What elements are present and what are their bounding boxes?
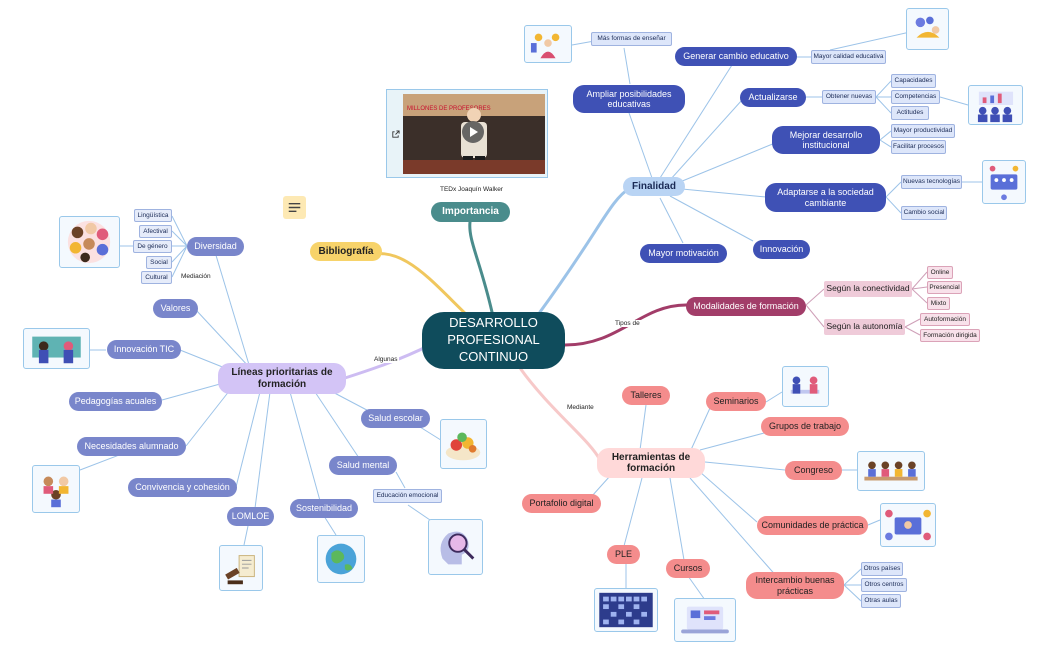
competencias-item[interactable]: Competencias (891, 90, 940, 104)
video-banner-text: MILLONES DE PROFESORES (407, 106, 491, 112)
necesidades-alumnado-node[interactable]: Necesidades alumnado (77, 437, 186, 456)
otros-paises-item[interactable]: Otros países (861, 562, 903, 576)
segun-autonomia-node[interactable]: Según la autonomía (824, 319, 905, 335)
salud-escolar-node[interactable]: Salud escolar (361, 409, 430, 428)
autoformacion-item[interactable]: Autoformación (920, 313, 970, 326)
tic-people-illustration-icon (23, 328, 90, 369)
otras-aulas-item[interactable]: Otras aulas (861, 594, 901, 608)
valores-node[interactable]: Valores (153, 299, 198, 318)
mixto-item[interactable]: Mixto (927, 297, 950, 310)
cambio-social-item[interactable]: Cambio social (901, 206, 947, 220)
adaptarse-sociedad-node[interactable]: Adaptarse a la sociedad cambiante (765, 183, 886, 212)
de-genero-item[interactable]: De género (133, 240, 172, 253)
healthy-food-illustration-icon (440, 419, 487, 469)
intercambio-practicas-node[interactable]: Intercambio buenas prácticas (746, 572, 844, 599)
sostenibilidad-node[interactable]: Sostenibilidad (290, 499, 358, 518)
talleres-node[interactable]: Talleres (622, 386, 670, 405)
brain-magnifier-illustration-icon (428, 519, 483, 575)
children-illustration-icon (32, 465, 80, 513)
social-item[interactable]: Social (146, 256, 172, 269)
herramientas-node[interactable]: Herramientas de formación (597, 448, 705, 478)
mayor-productividad-item[interactable]: Mayor productividad (891, 124, 955, 138)
lineas-prioritarias-node[interactable]: Líneas prioritarias de formación (218, 363, 346, 394)
salud-mental-node[interactable]: Salud mental (329, 456, 397, 475)
ple-node[interactable]: PLE (607, 545, 640, 564)
nuevas-tecnologias-item[interactable]: Nuevas tecnologías (901, 175, 962, 189)
mas-formas-item[interactable]: Más formas de enseñar (591, 32, 672, 46)
importancia-node[interactable]: Importancia (431, 202, 510, 222)
video-caption: TEDx Joaquín Walker (440, 186, 503, 193)
law-gavel-illustration-icon (219, 545, 263, 591)
mediante-label: Mediante (566, 404, 595, 411)
ted-video-embed[interactable]: MILLONES DE PROFESORES (386, 89, 548, 178)
gears-illustration-icon (906, 8, 949, 50)
meeting-illustration-icon (782, 366, 829, 407)
conference-illustration-icon (857, 451, 925, 491)
diverse-faces-illustration-icon (59, 216, 120, 268)
ple-grid-illustration-icon (594, 588, 658, 632)
seminarios-node[interactable]: Seminarios (706, 392, 766, 411)
obtener-nuevas-item[interactable]: Obtener nuevas (822, 90, 876, 104)
bibliografia-node[interactable]: Bibliografía (310, 242, 382, 261)
lomloe-node[interactable]: LOMLOE (227, 507, 274, 526)
finalidad-node[interactable]: Finalidad (623, 177, 685, 196)
grupos-trabajo-node[interactable]: Grupos de trabajo (761, 417, 849, 436)
segun-conectividad-node[interactable]: Según la conectividad (824, 281, 912, 297)
capacidades-item[interactable]: Capacidades (891, 74, 936, 88)
convivencia-node[interactable]: Convivencia y cohesión (128, 478, 237, 497)
modalidades-node[interactable]: Modalidades de formación (686, 297, 806, 316)
social-network-illustration-icon (982, 160, 1026, 204)
generar-cambio-node[interactable]: Generar cambio educativo (675, 47, 797, 66)
comunidades-practica-node[interactable]: Comunidades de práctica (757, 516, 868, 535)
otros-centros-item[interactable]: Otros centros (861, 578, 907, 592)
algunas-label: Algunas (373, 356, 399, 363)
innovacion-finalidad-node[interactable]: Innovación (753, 240, 810, 259)
team-chart-illustration-icon (968, 85, 1023, 125)
presencial-item[interactable]: Presencial (927, 281, 962, 294)
online-item[interactable]: Online (927, 266, 953, 279)
actualizarse-node[interactable]: Actualizarse (740, 88, 806, 107)
linguistica-item[interactable]: Lingüística (134, 209, 172, 222)
mayor-calidad-item[interactable]: Mayor calidad educativa (811, 50, 886, 64)
innovacion-tic-node[interactable]: Innovación TIC (107, 340, 181, 359)
mayor-motivacion-node[interactable]: Mayor motivación (640, 244, 727, 263)
tipos-de-label: Tipos de (614, 320, 641, 327)
educacion-emocional-item[interactable]: Educación emocional (373, 489, 442, 503)
mejorar-desarrollo-node[interactable]: Mejorar desarrollo institucional (772, 126, 880, 154)
diversidad-node[interactable]: Diversidad (187, 237, 244, 256)
afectival-item[interactable]: Afectival (139, 225, 172, 238)
note-icon[interactable] (283, 196, 306, 219)
facilitar-procesos-item[interactable]: Facilitar procesos (891, 140, 946, 154)
congreso-node[interactable]: Congreso (785, 461, 842, 480)
external-link-icon[interactable] (391, 130, 400, 139)
teacher-illustration-icon (524, 25, 572, 63)
pedagogias-node[interactable]: Pedagogías acuales (69, 392, 162, 411)
formacion-dirigida-item[interactable]: Formación dirigida (920, 329, 980, 342)
ampliar-posibilidades-node[interactable]: Ampliar posibilidades educativas (573, 85, 685, 113)
laptop-illustration-icon (674, 598, 736, 642)
portafolio-digital-node[interactable]: Portafolio digital (522, 494, 601, 513)
online-community-illustration-icon (880, 503, 936, 547)
video-play-icon[interactable] (461, 120, 485, 144)
actitudes-item[interactable]: Actitudes (891, 106, 929, 120)
mediacion-label: Mediación (180, 273, 212, 280)
cursos-node[interactable]: Cursos (666, 559, 710, 578)
cultural-item[interactable]: Cultural (141, 271, 172, 284)
globe-illustration-icon (317, 535, 365, 583)
central-topic[interactable]: DESARROLLO PROFESIONAL CONTINUO (422, 312, 565, 369)
